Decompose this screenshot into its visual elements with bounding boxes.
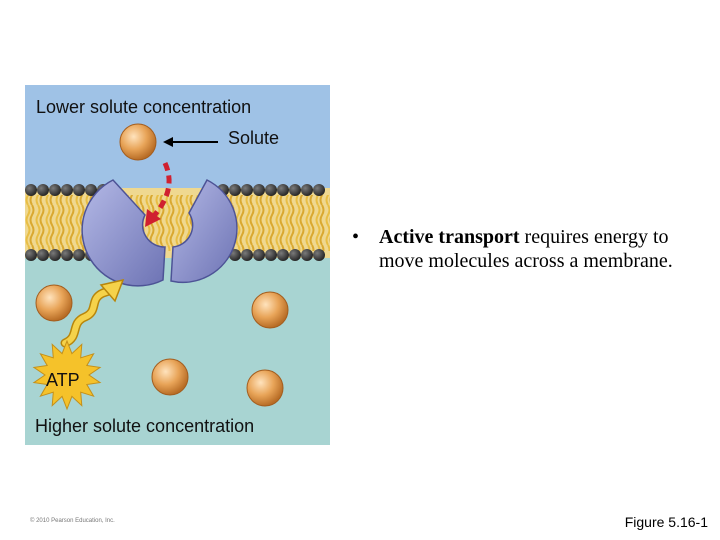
solute-molecules [35,123,289,407]
bullet-body: requires energy to move molecules across… [379,226,673,272]
phospholipid-head [313,249,325,261]
phospholipid-head [289,184,301,196]
phospholipid-head [265,249,277,261]
phospholipid-head [85,184,97,196]
solute-molecule [251,291,289,329]
solute-molecule [35,284,73,322]
phospholipid-head [265,184,277,196]
solute-molecule [119,123,157,161]
atp-label: ATP [46,370,80,390]
bullet-text: Active transport requires energy to move… [379,225,682,273]
transport-direction-arrow [145,161,172,227]
phospholipid-head [301,184,313,196]
phospholipid-head [25,184,37,196]
phospholipid-head [25,249,37,261]
phospholipid-head [253,249,265,261]
bullet-bold-term: Active transport [379,226,520,248]
phospholipid-head [73,249,85,261]
solute-molecule [151,358,189,396]
figure-caption: Figure 5.16-1 [624,514,708,530]
atp-starburst [32,339,102,411]
phospholipid-head [277,184,289,196]
phospholipid-head [277,249,289,261]
bullet-point: • Active transport requires energy to mo… [352,225,682,273]
phospholipid-head [37,184,49,196]
transport-protein [81,179,238,287]
phospholipid-head [253,184,265,196]
phospholipid-head [289,249,301,261]
phospholipid-head [49,184,61,196]
solute-molecule [246,369,284,407]
phospholipid-head [241,249,253,261]
active-transport-diagram [25,85,330,445]
phospholipid-head [301,249,313,261]
phospholipid-head [241,184,253,196]
phospholipid-head [73,184,85,196]
higher-concentration-label: Higher solute concentration [35,416,255,436]
solute-pointer-arrow [163,137,218,147]
phospholipid-head [61,249,73,261]
phospholipid-head [37,249,49,261]
phospholipid-head [49,249,61,261]
phospholipid-head [61,184,73,196]
phospholipid-head [313,184,325,196]
phospholipid-head [229,184,241,196]
extracellular-region [25,85,330,190]
energy-arrow [60,278,125,348]
lower-concentration-label: Lower solute concentration [36,97,252,117]
solute-label: Solute [228,128,280,148]
copyright-notice: © 2010 Pearson Education, Inc. [30,518,115,524]
bullet-marker: • [352,226,360,248]
